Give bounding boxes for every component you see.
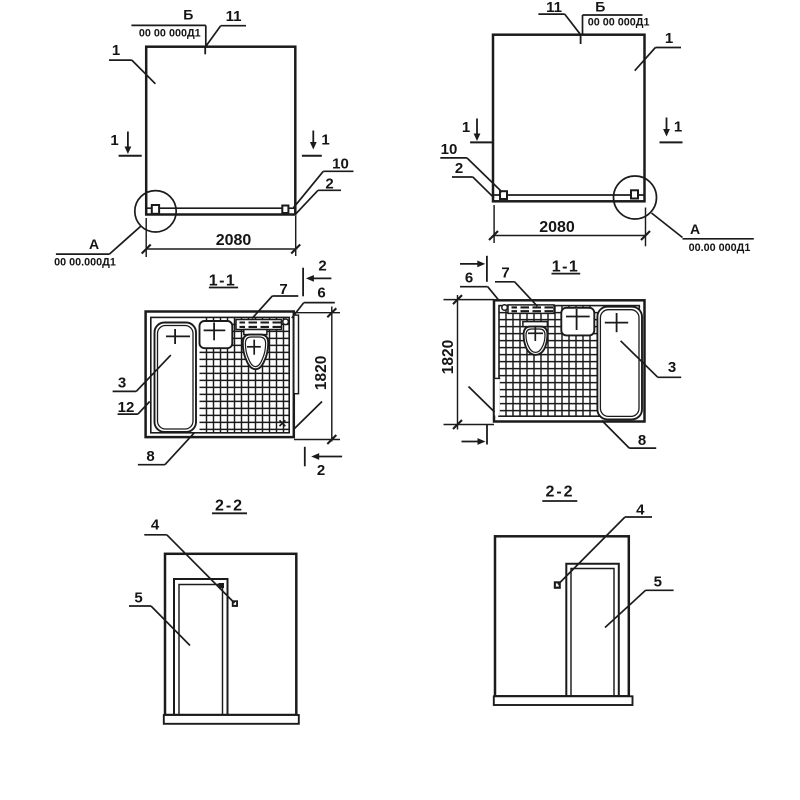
svg-text:12: 12 [118, 399, 135, 416]
svg-text:2: 2 [318, 257, 326, 274]
svg-text:6: 6 [317, 284, 325, 301]
svg-text:1820: 1820 [313, 356, 330, 390]
svg-text:3: 3 [668, 359, 676, 376]
svg-text:1-1: 1-1 [209, 272, 237, 289]
svg-text:1: 1 [110, 132, 118, 149]
svg-text:2: 2 [455, 160, 463, 177]
svg-text:2-2: 2-2 [545, 483, 574, 500]
svg-text:1-1: 1-1 [552, 258, 580, 275]
svg-text:8: 8 [146, 448, 154, 465]
svg-text:2: 2 [317, 462, 325, 479]
svg-text:7: 7 [501, 265, 509, 282]
svg-text:11: 11 [546, 0, 562, 16]
svg-text:4: 4 [151, 516, 160, 533]
svg-text:4: 4 [636, 502, 645, 519]
svg-text:11: 11 [226, 8, 242, 25]
svg-text:00.00 000Д1: 00.00 000Д1 [689, 242, 751, 254]
svg-text:00 00.000Д1: 00 00.000Д1 [54, 256, 116, 268]
svg-text:Б: Б [595, 0, 605, 15]
svg-text:1: 1 [112, 42, 120, 59]
svg-text:2-2: 2-2 [215, 497, 244, 514]
svg-text:1: 1 [462, 119, 470, 136]
svg-text:7: 7 [279, 281, 287, 298]
svg-text:5: 5 [654, 573, 662, 590]
svg-text:3: 3 [118, 374, 126, 391]
svg-text:00 00 000Д1: 00 00 000Д1 [139, 27, 201, 39]
svg-text:1: 1 [674, 118, 682, 135]
svg-text:Б: Б [183, 7, 193, 23]
svg-text:А: А [89, 236, 99, 252]
svg-text:5: 5 [134, 589, 142, 606]
svg-text:00 00 000Д1: 00 00 000Д1 [588, 17, 650, 29]
svg-text:2080: 2080 [216, 232, 252, 249]
svg-text:А: А [690, 221, 700, 237]
svg-text:1820: 1820 [440, 340, 457, 374]
svg-text:10: 10 [441, 141, 458, 158]
svg-text:6: 6 [465, 270, 473, 287]
svg-text:2: 2 [325, 175, 333, 192]
svg-text:1: 1 [321, 131, 329, 148]
svg-text:1: 1 [665, 30, 673, 47]
svg-text:8: 8 [638, 432, 646, 449]
svg-text:2080: 2080 [539, 219, 575, 236]
svg-text:10: 10 [332, 155, 349, 172]
